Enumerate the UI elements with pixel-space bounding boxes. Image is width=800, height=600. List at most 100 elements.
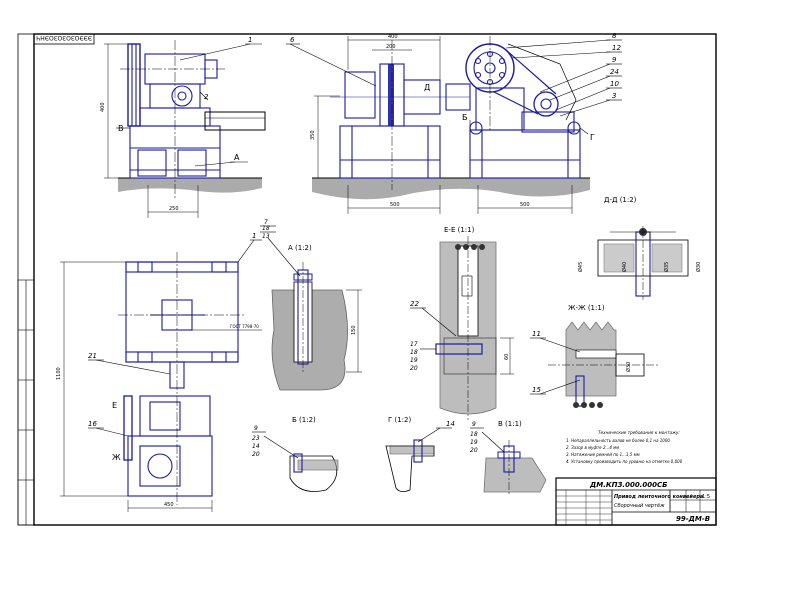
side-view: 400 200 350 500 500 6 8 12 9 24 10 3 Д Б…	[286, 32, 622, 214]
section-zh-title: Ж-Ж (1:1)	[568, 304, 605, 312]
front-view-ground	[118, 177, 262, 193]
title-block-code-bottom: 99-ДМ-В	[676, 515, 710, 523]
side-small-pulley	[533, 91, 559, 117]
side-frame-left	[339, 125, 441, 179]
svg-text:150: 150	[351, 325, 357, 335]
svg-text:Ø40: Ø40	[621, 262, 628, 272]
sheet-inner-frame	[33, 33, 717, 526]
svg-text:Ø30: Ø30	[695, 262, 702, 272]
callout-2-front: 2	[204, 93, 209, 101]
section-g: Г (1:2) 14	[385, 416, 455, 492]
section-b-title: Б (1:2)	[292, 416, 316, 424]
section-v: В (1:1) 9 18 19 20	[470, 420, 547, 496]
callout-8-side: 8	[612, 32, 617, 40]
callout-22-e: 22	[410, 300, 419, 308]
section-d-title: Д-Д (1:2)	[604, 196, 637, 204]
section-e: Е-Е (1:1) 60 22 17 18 19 20	[410, 226, 514, 420]
callout-20-e: 20	[410, 365, 418, 372]
callout-7-a: 7	[264, 219, 268, 226]
view-letter-b: Б	[462, 113, 468, 122]
callout-1-front: 1	[248, 36, 252, 44]
svg-text:450: 450	[164, 502, 174, 508]
title-block-name-1: Привод ленточного конвейера	[614, 494, 704, 500]
svg-text:500: 500	[520, 202, 530, 208]
section-a: А (1:2) 150 7 18 13	[260, 219, 362, 391]
callout-9-v: 9	[472, 421, 476, 428]
view-letter-a: А	[234, 153, 240, 162]
side-frame-right	[469, 129, 581, 179]
callout-3-side: 3	[612, 92, 616, 100]
notes-line-2: 2. Зазор в муфте 2...4 мм	[566, 445, 619, 450]
svg-text:1100: 1100	[56, 367, 62, 380]
plan-motor-frame	[127, 435, 213, 497]
svg-text:250: 250	[169, 206, 179, 212]
binding-strip	[17, 279, 35, 526]
callout-18-v: 18	[470, 431, 478, 438]
plan-pulley	[123, 395, 133, 461]
callout-13-a: 13	[262, 233, 270, 240]
callout-18-e: 18	[410, 349, 418, 356]
side-drum-left	[344, 71, 376, 119]
callout-19-v: 19	[470, 439, 478, 446]
section-zh: Ж-Ж (1:1) 11 15 Ø30	[530, 304, 660, 408]
section-v-title: В (1:1)	[498, 420, 522, 428]
callout-17-e: 17	[410, 341, 418, 348]
callout-24-side: 24	[610, 68, 619, 76]
view-letter-zh: Ж	[112, 453, 121, 462]
callout-14-g: 14	[446, 420, 455, 428]
callout-11-zh: 11	[532, 330, 541, 338]
callout-18-a: 18	[262, 225, 270, 232]
callout-9-b: 9	[254, 425, 258, 432]
notes-line-3: 3. Натяжение ремней по 1...1,5 мм	[566, 452, 640, 457]
svg-text:400: 400	[388, 34, 398, 40]
callout-15-zh: 15	[532, 386, 541, 394]
svg-text:400: 400	[100, 102, 106, 112]
callout-20-v: 20	[470, 447, 478, 454]
view-letter-d: Д	[424, 83, 430, 92]
view-letter-g: Г	[590, 133, 595, 142]
side-reducer	[475, 87, 525, 131]
section-e-title: Е-Е (1:1)	[444, 226, 475, 234]
callout-20-b: 20	[252, 451, 260, 458]
side-motor	[521, 111, 575, 133]
section-a-title: А (1:2)	[288, 244, 312, 252]
callout-16-plan: 16	[88, 420, 97, 428]
callout-12-side: 12	[612, 44, 621, 52]
notes-line-1: 1. Непараллельность валов не более 0,1 н…	[566, 438, 670, 443]
title-block-scale: 1:5	[702, 494, 710, 500]
callout-21-plan: 21	[88, 352, 97, 360]
svg-text:Ø45: Ø45	[577, 262, 584, 272]
corner-stamp: ЭЭЭОЗОЗОЗОЭНЧ	[33, 33, 95, 45]
corner-stamp-text: ЭЭЭОЗОЗОЗОЭНЧ	[36, 34, 92, 41]
plan-view: 1100 450 ГОСТ 7798-70 1 21 16 Е Ж	[56, 232, 262, 512]
plan-conveyor-frame	[125, 261, 239, 363]
technical-notes: Технические требования к монтажу: 1. Неп…	[566, 430, 683, 464]
title-block-code-top: ДМ.КПЗ.000.000СБ	[589, 481, 667, 489]
section-d: Д-Д (1:2) Ø45 Ø40 Ø35 Ø30	[577, 196, 702, 300]
callout-6-side: 6	[290, 36, 295, 44]
callout-14-b: 14	[252, 443, 260, 450]
section-b: Б (1:2) 9 23 14 20	[252, 416, 339, 492]
callout-19-e: 19	[410, 357, 418, 364]
side-view-ground	[312, 177, 590, 200]
svg-text:ГОСТ 7798-70: ГОСТ 7798-70	[230, 324, 259, 329]
svg-text:350: 350	[310, 130, 316, 140]
callout-23-b: 23	[252, 435, 260, 442]
title-block-name-2: Сборочный чертёж	[614, 503, 665, 509]
view-letter-e: Е	[112, 401, 117, 410]
front-pulley	[127, 43, 141, 127]
svg-text:60: 60	[504, 354, 510, 360]
title-block	[555, 477, 717, 526]
svg-text:Ø35: Ø35	[663, 262, 670, 272]
callout-9-side: 9	[612, 56, 617, 64]
svg-text:Ø30: Ø30	[625, 362, 632, 372]
front-view: 400 250 1 2 В А	[100, 36, 266, 218]
notes-line-4: 4. Установку производить по уровню на от…	[566, 459, 683, 464]
callout-10-side: 10	[610, 80, 619, 88]
section-g-title: Г (1:2)	[388, 416, 411, 424]
svg-text:500: 500	[390, 202, 400, 208]
svg-text:200: 200	[386, 44, 396, 50]
view-letter-v: В	[118, 124, 124, 133]
front-conveyor-beam	[204, 111, 266, 131]
